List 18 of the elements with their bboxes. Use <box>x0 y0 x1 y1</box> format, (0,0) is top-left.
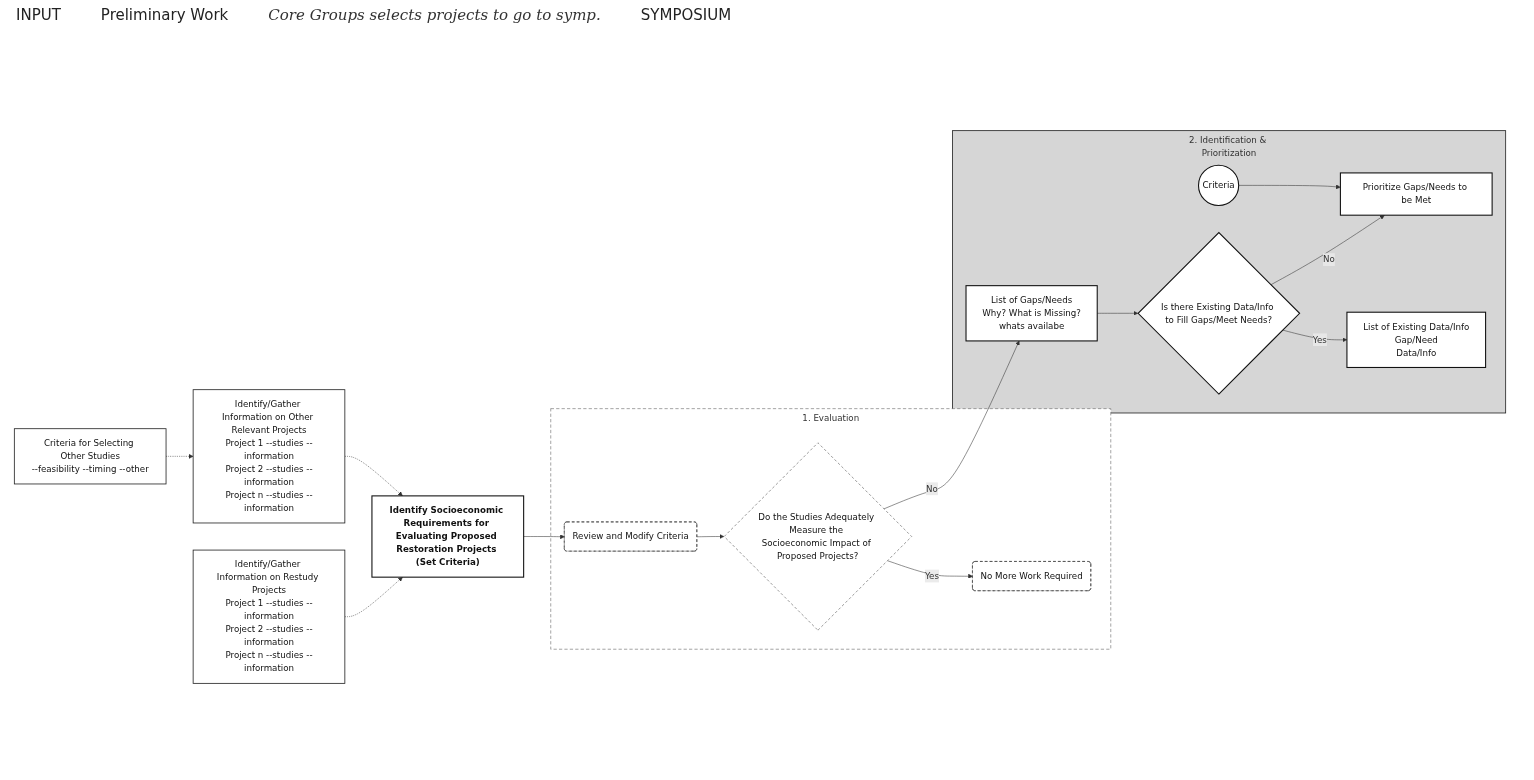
node-diamond: Is there Existing Data/Info to Fill Gaps/Meet Needs? <box>1137 231 1301 395</box>
edge-label: No <box>1322 254 1335 265</box>
edge-label: Yes <box>924 570 939 581</box>
node-diamond: Do the Studies Adequately Measure the Socioeconomic Impact of Proposed Projects? <box>723 442 912 631</box>
node-box: Prioritize Gaps/Needs to be Met <box>1339 172 1493 216</box>
section-heading: Preliminary Work <box>100 6 229 24</box>
node-box: List of Existing Data/Info Gap/Need Data/Info <box>1346 311 1487 369</box>
node-box: Criteria for Selecting Other Studies --feasibility --timing --other <box>13 428 167 485</box>
node-box: Identify Socioeconomic Requirements for Evaluating Proposed Restoration Projects (Set Criteria) <box>371 495 525 578</box>
edge-label: No <box>926 483 938 494</box>
node-box: Identify/Gather Information on Restudy Projects Project 1 --studies --information Project 2 --studies --information Project n --studies --information <box>192 549 346 684</box>
node-circle: Criteria <box>1197 164 1240 206</box>
node-box: List of Gaps/Needs Why? What is Missing? whats availabe <box>965 285 1098 342</box>
section-heading: SYMPOSIUM <box>640 6 732 24</box>
node-box: Identify/Gather Information on Other Relevant Projects Project 1 --studies --information Project 2 --studies --information Project n --studies --information <box>192 389 346 524</box>
section-heading: INPUT <box>16 6 61 24</box>
edge-label: Yes <box>1312 334 1327 345</box>
handwritten-note: Core Groups selects projects to go to symp. <box>268 6 601 24</box>
